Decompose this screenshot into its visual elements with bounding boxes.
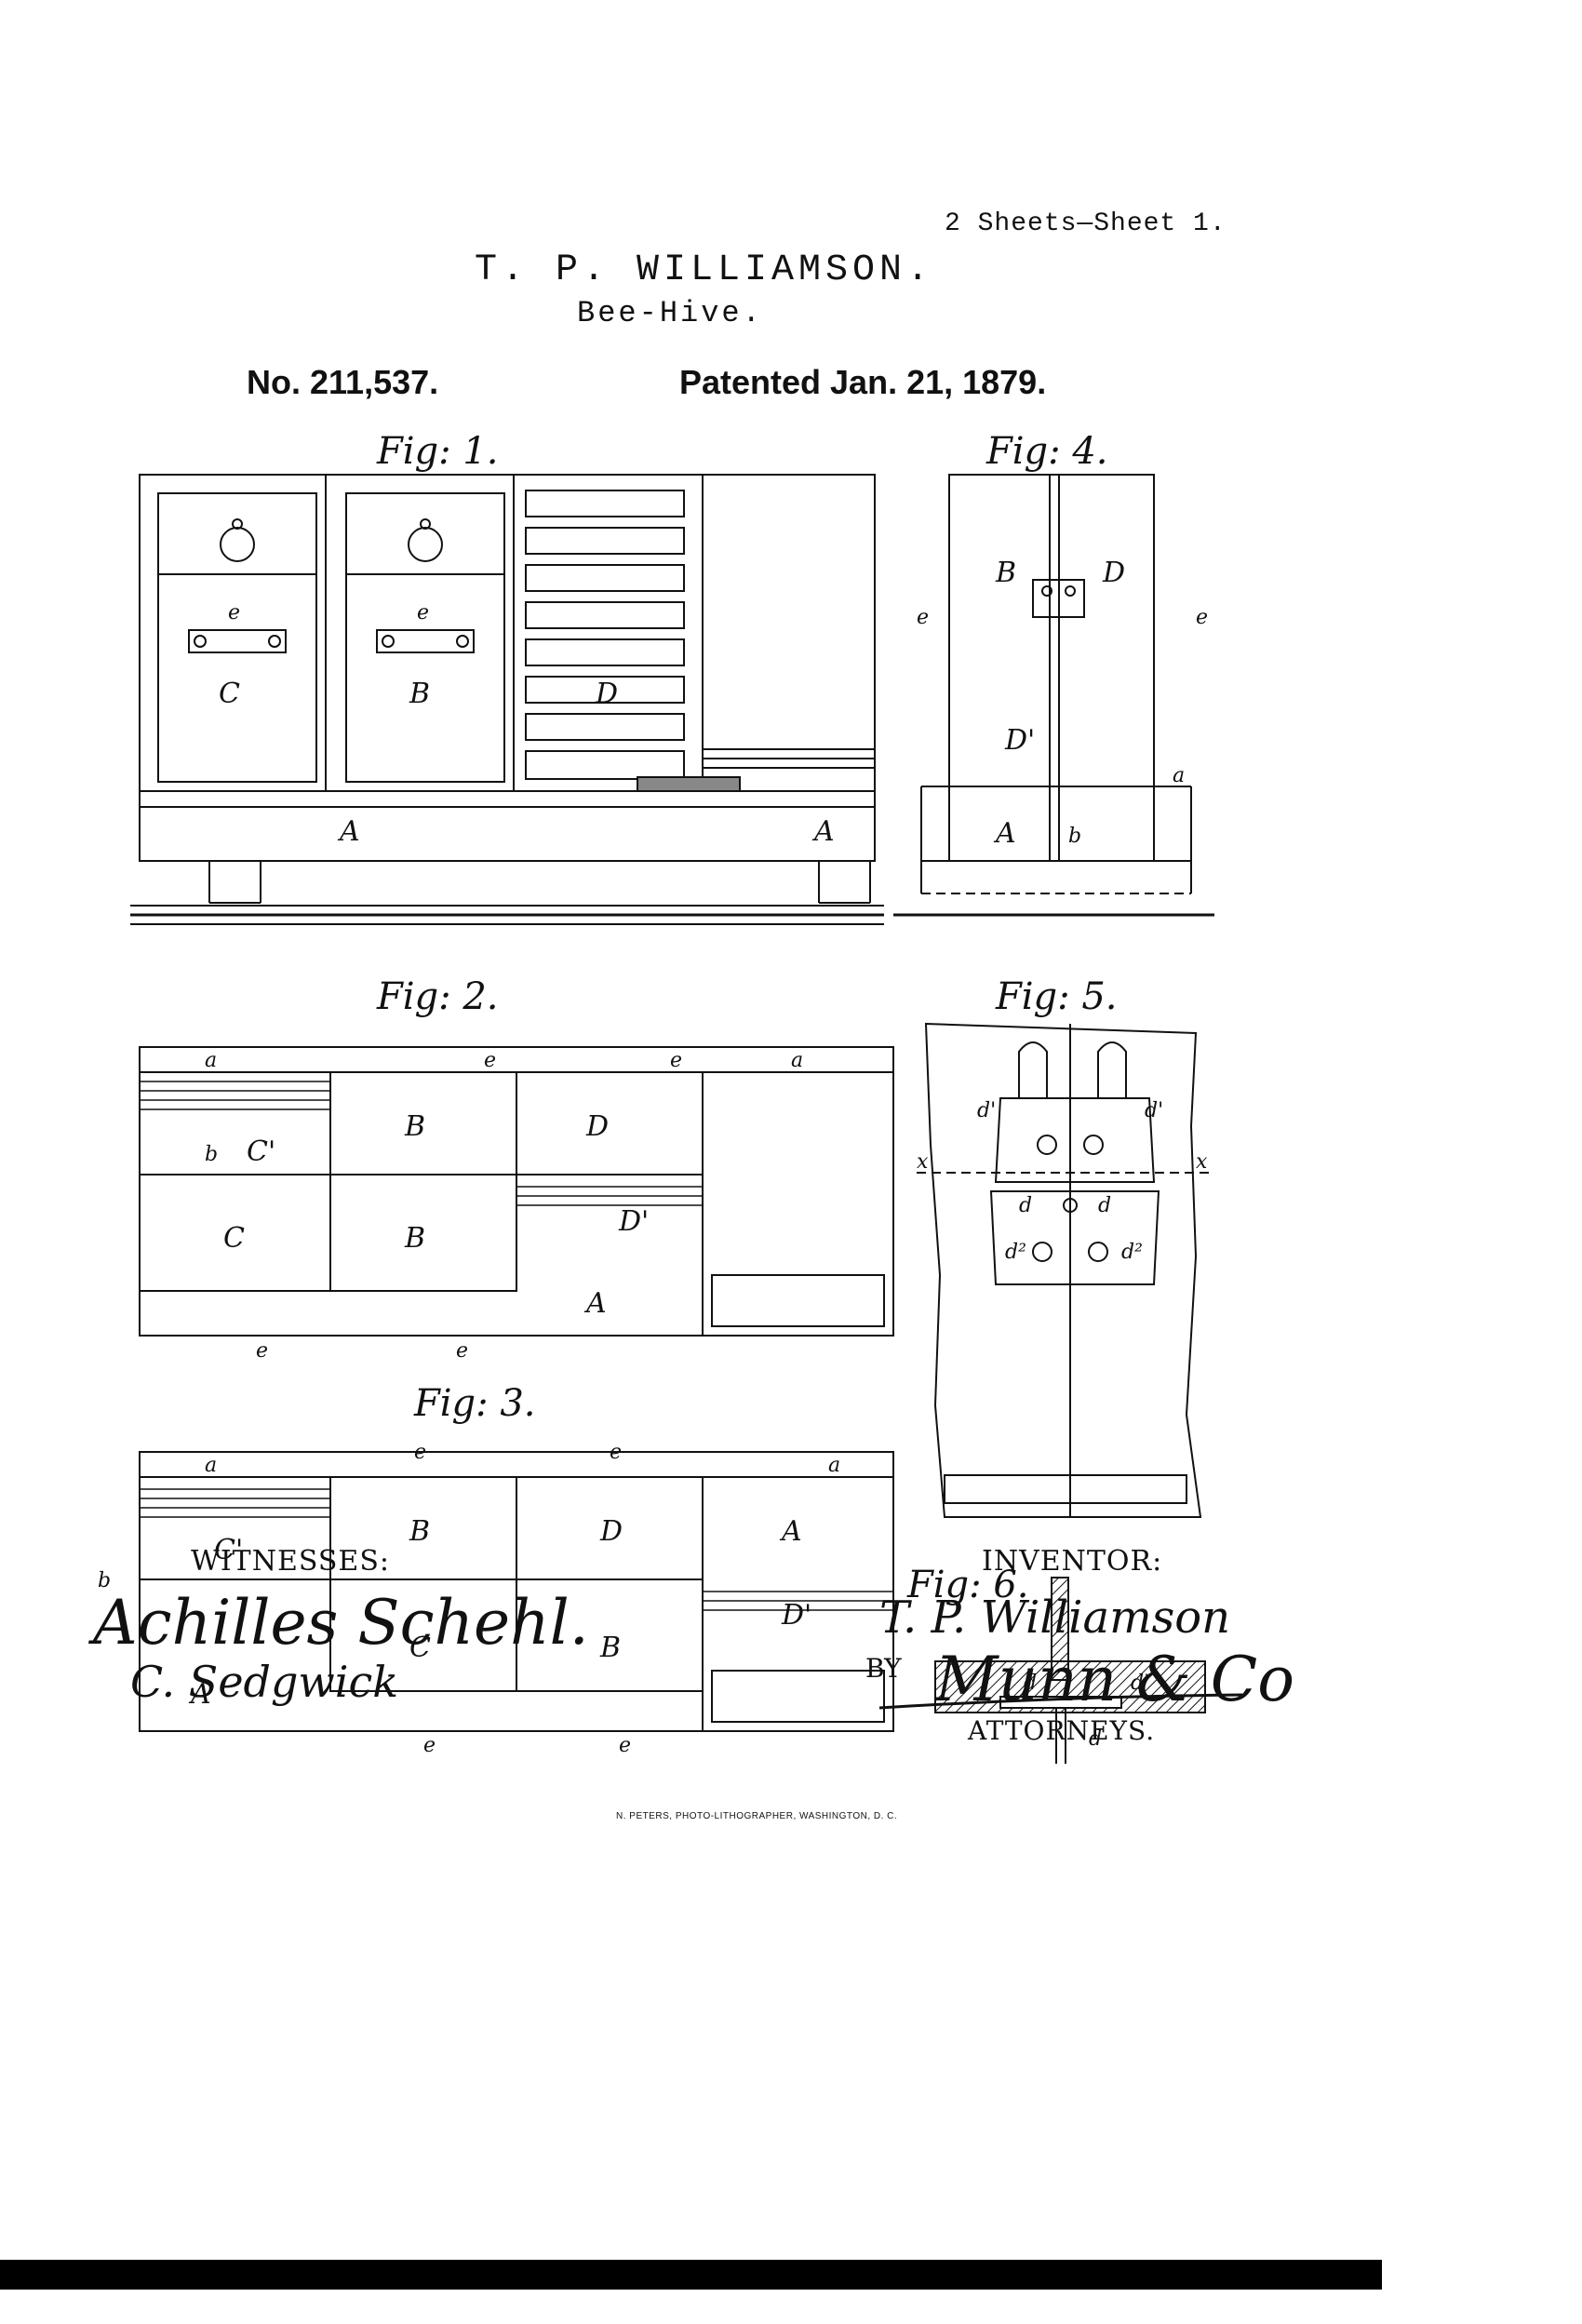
fig1-ring-icon (220, 527, 255, 562)
printer-credit: N. PETERS, PHOTO-LITHOGRAPHER, WASHINGTO… (616, 1811, 898, 1821)
fig3-label-e-4: e (619, 1734, 631, 1757)
fig4-title: Fig: 4. (986, 430, 1108, 473)
fig3-drawing: a a e e b C' B D A C B D' A e e (98, 1441, 894, 1757)
fig5-label-d1: d' (977, 1099, 996, 1122)
inventor-signature: T. P. Williamson (879, 1592, 1231, 1644)
fig2-label-a-2: a (791, 1049, 803, 1072)
fig3-label-b: b (98, 1569, 111, 1592)
fig1-label-e: e (228, 601, 240, 625)
fig3-title: Fig: 3. (414, 1382, 536, 1425)
fig4-label-d1: D' (1004, 724, 1035, 757)
fig4-label-d: D (1102, 557, 1125, 589)
fig5-label-x-2: x (1196, 1150, 1208, 1174)
fig6-title: Fig: 6. (907, 1564, 1029, 1606)
fig4-outer-frame (948, 474, 1155, 862)
fig1-panel-c (157, 492, 317, 783)
fig4-label-e-2: e (1196, 606, 1208, 629)
fig4-latch (1032, 579, 1085, 618)
fig1-label-c: C (219, 678, 240, 710)
fig3-label-e: e (414, 1441, 426, 1464)
fig1-outer-frame (139, 474, 876, 862)
fig1-ring-icon-2 (408, 527, 443, 562)
fig4-label-e: e (917, 606, 929, 629)
witness-signature-2: C. Sedgwick (130, 1657, 399, 1707)
fig6-hatched-section (934, 1660, 1206, 1713)
fig5-label-d-2: d (1098, 1194, 1111, 1217)
patent-number: No. 211,537. (247, 363, 439, 401)
fig6-label-d: d (1024, 1672, 1037, 1695)
invention-title: Bee-Hive. (577, 296, 763, 330)
fig1-label-a: A (337, 815, 360, 848)
fig1-frames-d (525, 490, 685, 780)
fig1-panel-b (345, 492, 505, 783)
fig4-label-b: B (995, 557, 1016, 589)
fig2-label-d: D (585, 1110, 609, 1143)
witness-signature-1: Achilles Schehl. (93, 1587, 589, 1659)
fig4-label-a-small: a (1173, 764, 1185, 787)
fig1-drawing: A A C B D e e (130, 474, 884, 925)
fig2-label-a: a (205, 1049, 217, 1072)
fig3-label-b-upper: B (409, 1515, 430, 1548)
fig1-hinge-c (188, 629, 287, 653)
scan-border-bar (0, 2260, 1382, 2290)
fig2-label-c1: C' (247, 1135, 275, 1168)
fig4-label-b-small: b (1068, 825, 1081, 848)
inventor-label: INVENTOR: (982, 1545, 1163, 1578)
fig1-label-a-2: A (811, 815, 835, 848)
fig5-label-d: d (1019, 1194, 1032, 1217)
fig2-label-c: C (223, 1222, 245, 1255)
fig2-label-e: e (484, 1049, 496, 1072)
fig2-label-e-3: e (256, 1339, 268, 1359)
attorney-underline (878, 1693, 1243, 1710)
patent-date: Patented Jan. 21, 1879. (679, 363, 1047, 401)
fig1-label-d: D (595, 678, 618, 710)
fig5-base (944, 1474, 1187, 1504)
fig3-label-c1: C' (214, 1534, 243, 1566)
fig3-label-a-2: a (828, 1454, 840, 1477)
fig4-label-a: A (993, 817, 1016, 850)
fig5-label-d2: d² (1005, 1241, 1026, 1264)
fig5-drawing: d' d' x x d d d² d² (917, 1022, 1214, 1518)
fig2-label-e-4: e (456, 1339, 468, 1359)
fig2-label-a-upper: A (583, 1287, 607, 1320)
fig2-entrance (711, 1274, 885, 1327)
fig2-label-d1: D' (618, 1205, 649, 1238)
fig2-label-b: b (205, 1143, 218, 1166)
fig2-drawing: a a e e b C' B D C B D' A e e (139, 1046, 894, 1359)
fig1-title: Fig: 1. (377, 430, 499, 473)
fig5-label-d1-2: d' (1145, 1099, 1163, 1122)
fig3-entrance (711, 1670, 885, 1723)
by-label: BY (865, 1653, 902, 1684)
fig3-label-d: D (599, 1515, 623, 1548)
inventor-name: T. P. WILLIAMSON. (475, 249, 934, 291)
fig2-title: Fig: 2. (377, 975, 499, 1018)
fig5-label-d2-2: d² (1121, 1241, 1143, 1264)
fig3-label-b-lower: B (599, 1632, 621, 1664)
fig3-label-a: a (205, 1454, 217, 1477)
fig1-label-e-2: e (417, 601, 429, 625)
fig1-hinge-b (376, 629, 475, 653)
fig5-title: Fig: 5. (996, 975, 1118, 1018)
sheet-note: 2 Sheets—Sheet 1. (945, 209, 1227, 238)
fig3-label-d1: D' (781, 1599, 811, 1632)
witnesses-label: WITNESSES: (191, 1545, 390, 1578)
attorney-signature: Munn & Co (935, 1644, 1295, 1715)
fig1-label-b: B (409, 678, 430, 710)
fig4-drawing: B D D' A b a e e (893, 474, 1214, 917)
attorneys-label: ATTORNEYS. (968, 1715, 1156, 1746)
fig2-label-b-upper: B (404, 1110, 425, 1143)
fig5-label-x: x (917, 1150, 929, 1174)
fig3-label-a-lower: A (188, 1678, 211, 1711)
fig2-label-b-lower: B (404, 1222, 425, 1255)
fig3-label-c: C (409, 1632, 431, 1664)
fig6-drawing: d d' d (934, 1577, 1206, 1764)
fig6-label-d-2: d (1089, 1727, 1102, 1751)
fig3-label-e-2: e (610, 1441, 622, 1464)
fig6-label-d1: d' (1131, 1672, 1149, 1695)
fig3-label-e-3: e (423, 1734, 436, 1757)
fig5-outline (924, 1022, 1202, 1518)
fig2-label-e-2: e (670, 1049, 682, 1072)
fig3-label-a-upper: A (779, 1515, 802, 1548)
